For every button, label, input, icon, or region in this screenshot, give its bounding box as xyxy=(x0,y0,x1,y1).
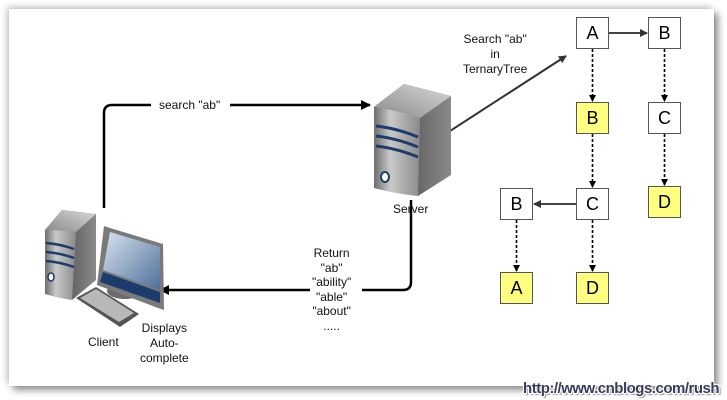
server-label: Server xyxy=(393,202,429,216)
tree-node: A xyxy=(500,272,533,304)
watermark-url: http://www.cnblogs.com/rush xyxy=(523,380,719,397)
node-letter: C xyxy=(586,193,599,214)
node-letter: A xyxy=(510,277,523,298)
client-note: Displays Auto- complete xyxy=(140,321,189,365)
tree-node: C xyxy=(576,188,609,220)
node-letter: B xyxy=(658,22,671,43)
tree-node: C xyxy=(648,102,681,134)
node-letter: B xyxy=(586,107,599,128)
tree-node: B xyxy=(500,188,533,220)
response-label: Return "ab" "ability" "able" "about" ...… xyxy=(312,246,352,333)
request-label: search "ab" xyxy=(156,98,224,112)
node-letter: C xyxy=(658,107,671,128)
server-icon xyxy=(374,84,451,196)
client-label: Client xyxy=(88,335,119,349)
tree-edges xyxy=(513,29,668,272)
node-letter: D xyxy=(658,191,671,212)
response-arrow xyxy=(160,200,413,290)
request-arrow xyxy=(102,105,370,208)
server-to-tree-label: Search "ab" in TernaryTree xyxy=(463,32,528,76)
node-letter: B xyxy=(510,193,523,214)
tree-node: D xyxy=(576,272,609,304)
tree-node: B xyxy=(576,102,609,134)
node-letter: A xyxy=(586,22,599,43)
client-computer-icon xyxy=(45,210,164,327)
tree-node: B xyxy=(648,17,681,49)
server-to-tree-arrow xyxy=(449,55,567,132)
tree-node: D xyxy=(648,186,681,218)
tree-node: A xyxy=(576,17,609,49)
node-letter: D xyxy=(586,277,599,298)
